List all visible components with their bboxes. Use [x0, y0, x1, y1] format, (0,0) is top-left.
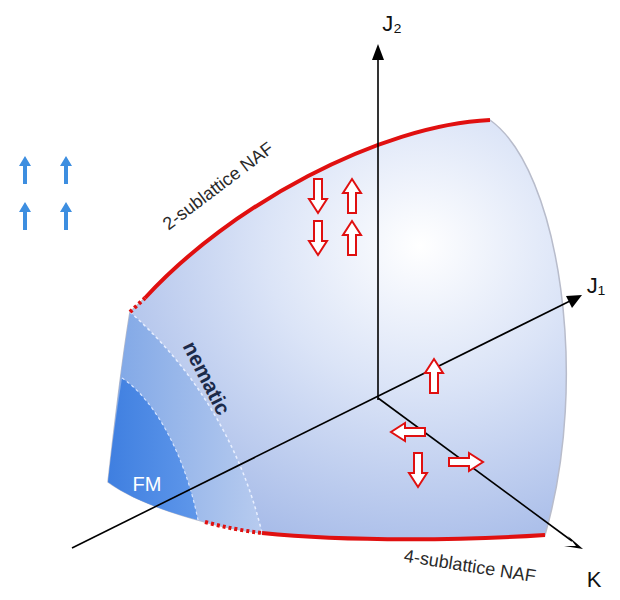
- axis-label: K: [587, 569, 602, 591]
- axis-label: J₁: [587, 275, 605, 297]
- phase-boundary-label: 4-sublattice NAF: [403, 547, 537, 586]
- phase-region: FM: [133, 474, 162, 494]
- axis-label: J₂: [382, 13, 402, 35]
- phase-region-label: FM: [133, 474, 162, 494]
